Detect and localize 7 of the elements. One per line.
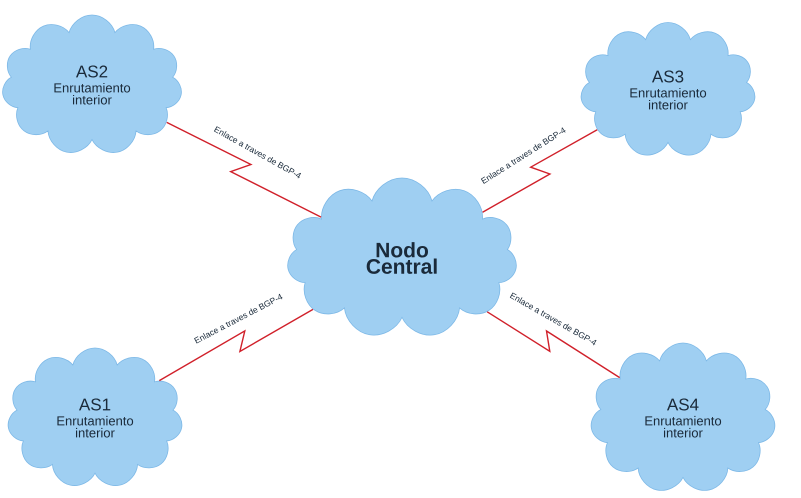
link-line: [166, 122, 322, 218]
cloud: AS1 Enrutamiento interior: [8, 348, 182, 486]
cloud: AS2 Enrutamiento interior: [2, 14, 182, 153]
cloud: AS3 Enrutamiento interior: [580, 22, 756, 156]
link-line: [482, 129, 598, 213]
link-line: [158, 308, 314, 382]
link-line: [486, 311, 620, 378]
